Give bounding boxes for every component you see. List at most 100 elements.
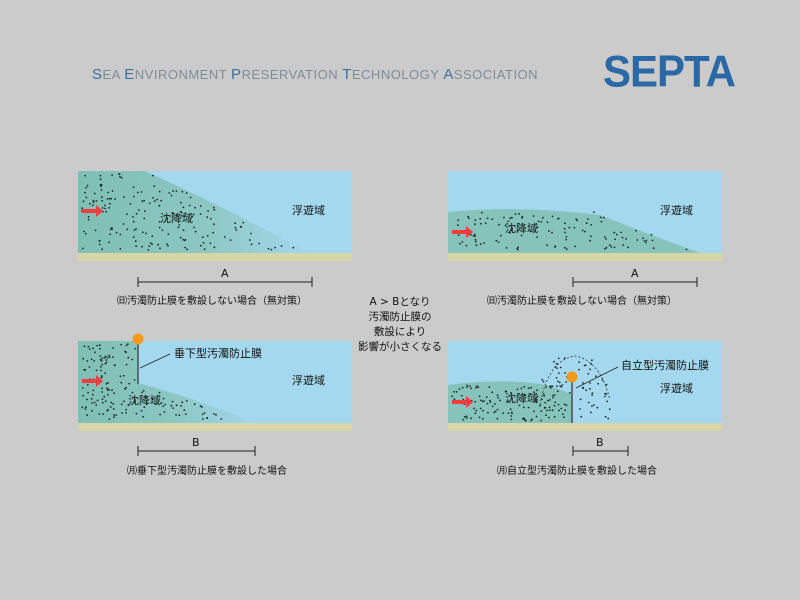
particle-dot <box>99 243 101 246</box>
particle-dot <box>553 404 556 407</box>
particle-dot <box>193 403 196 406</box>
particle-dot <box>129 203 132 205</box>
particle-dot <box>142 415 145 418</box>
particle-dot <box>126 213 128 216</box>
particle-dot <box>587 372 590 375</box>
float-buoy <box>566 371 578 383</box>
particle-dot <box>292 246 295 249</box>
particle-dot <box>559 366 562 369</box>
particle-dot <box>93 401 96 404</box>
particle-dot <box>558 409 560 412</box>
particle-dot <box>199 405 202 407</box>
particle-dot <box>563 246 566 249</box>
particle-dot <box>180 214 183 217</box>
particle-dot <box>192 213 195 216</box>
particle-dot <box>210 218 212 220</box>
particle-dot <box>510 418 513 421</box>
particle-dot <box>242 221 245 224</box>
particle-dot <box>557 380 559 383</box>
particle-dot <box>98 344 101 347</box>
particle-dot <box>487 411 489 414</box>
particle-dot <box>643 240 646 242</box>
particle-dot <box>119 248 122 250</box>
particle-dot <box>132 220 135 223</box>
particle-dot <box>270 248 273 251</box>
particle-dot <box>164 403 167 406</box>
particle-dot <box>92 389 95 392</box>
particle-dot <box>555 362 558 365</box>
particle-dot <box>93 192 96 195</box>
particle-dot <box>485 396 488 398</box>
particle-dot <box>585 389 588 392</box>
particle-dot <box>87 215 90 218</box>
particle-dot <box>565 404 568 406</box>
particle-dot <box>250 243 253 246</box>
particle-dot <box>475 409 478 412</box>
particle-dot <box>553 415 556 418</box>
particle-dot <box>579 398 582 401</box>
particle-dot <box>123 400 125 403</box>
particle-dot <box>153 200 156 203</box>
particle-dot <box>113 416 115 419</box>
particle-dot <box>579 408 581 410</box>
particle-dot <box>274 246 276 249</box>
particle-dot <box>546 244 549 247</box>
particle-dot <box>153 185 156 188</box>
title-word: NVIRONMENT <box>134 67 232 82</box>
particle-dot <box>175 404 178 407</box>
particle-dot <box>85 406 87 409</box>
particle-dot <box>88 348 91 350</box>
particle-dot <box>258 242 260 245</box>
particle-dot <box>111 389 113 392</box>
particle-dot <box>267 247 270 250</box>
particle-dot <box>185 400 188 402</box>
particle-dot <box>498 223 500 226</box>
particle-dot <box>540 410 543 412</box>
particle-dot <box>207 210 210 212</box>
septa-logo: SEPTA <box>603 46 736 97</box>
particle-dot <box>607 417 610 420</box>
particle-dot <box>199 213 202 216</box>
particle-dot <box>507 412 510 414</box>
particle-dot <box>201 236 204 239</box>
particle-dot <box>565 238 568 241</box>
particle-dot <box>470 387 473 390</box>
sediment-label: 沈降域 <box>160 211 193 225</box>
particle-dot <box>564 409 566 412</box>
particle-dot <box>531 418 533 420</box>
particle-dot <box>461 241 464 243</box>
particle-dot <box>545 414 547 416</box>
particle-dot <box>203 412 206 414</box>
particle-dot <box>175 214 178 217</box>
particle-dot <box>143 406 146 408</box>
particle-dot <box>109 233 111 236</box>
particle-dot <box>92 201 95 203</box>
particle-dot <box>457 224 459 227</box>
particle-dot <box>168 192 171 194</box>
current-arrow <box>82 205 103 217</box>
particle-dot <box>182 206 185 209</box>
distance-label: A <box>221 267 229 280</box>
title-initial: P <box>231 66 242 83</box>
particle-dot <box>184 246 187 249</box>
particle-dot <box>553 394 556 397</box>
particle-dot <box>549 387 552 389</box>
particle-dot <box>126 343 129 345</box>
particle-dot <box>535 415 538 418</box>
panel-caption: ㈰汚濁防止膜を敷設しない場合（無対策） <box>117 294 307 307</box>
particle-dot <box>95 369 98 372</box>
particle-dot <box>581 229 584 232</box>
particle-dot <box>524 419 527 422</box>
distance-marker: B <box>572 436 629 456</box>
particle-dot <box>556 367 558 369</box>
suspended-particles <box>451 357 611 422</box>
particle-dot <box>585 222 588 225</box>
current-arrow <box>452 396 473 408</box>
particle-dot <box>106 198 109 200</box>
particle-dot <box>140 191 143 193</box>
current-arrow <box>82 375 103 387</box>
particle-dot <box>465 417 468 419</box>
note-line: 敷設により <box>374 325 426 338</box>
device-leader-line <box>575 366 619 389</box>
particle-dot <box>479 222 482 225</box>
